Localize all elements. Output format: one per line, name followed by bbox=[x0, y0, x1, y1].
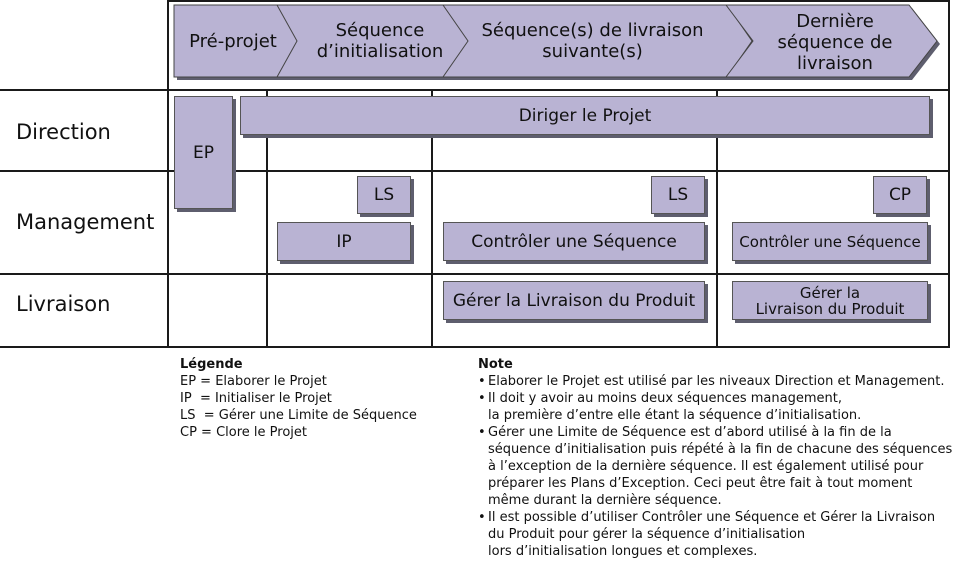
phase-chevron-4 bbox=[725, 4, 938, 78]
note-item-1-line: Elaborer le Projet est utilisé par les n… bbox=[488, 374, 945, 389]
note-item-4-line: Il est possible d’utiliser Contrôler une… bbox=[488, 510, 936, 525]
bullet-icon: • bbox=[478, 425, 486, 440]
phase-header bbox=[173, 4, 940, 80]
legend-title: Légende bbox=[180, 357, 243, 372]
note-item-3-line: préparer les Plans d’Exception. Ceci peu… bbox=[488, 476, 913, 491]
bullet-icon: • bbox=[478, 510, 486, 525]
header-right-border bbox=[948, 0, 950, 348]
bullet-icon: • bbox=[478, 391, 486, 406]
note-item-3-line: à l’exception de la dernière séquence. I… bbox=[488, 459, 924, 474]
note-item-3-line: même durant la dernière séquence. bbox=[488, 493, 722, 508]
process-box-gerer-livraison-2: Gérer la Livraison du Produit bbox=[732, 281, 928, 320]
legend-item-ls: LS = Gérer une Limite de Séquence bbox=[180, 408, 417, 423]
grid-col-line-2 bbox=[431, 89, 433, 348]
note-item-3-line: Gérer une Limite de Séquence est d’abord… bbox=[488, 425, 892, 440]
note-item-1: • Elaborer le Projet est utilisé par les… bbox=[478, 373, 958, 390]
process-box-controler-sequence-2: Contrôler une Séquence bbox=[732, 222, 928, 261]
note-item-2-line: la première d’entre elle étant la séquen… bbox=[488, 408, 862, 423]
process-box-ep: EP bbox=[174, 96, 233, 209]
legend-item-ip: IP = Initialiser le Projet bbox=[180, 391, 332, 406]
legend: Légende EP = Elaborer le Projet IP = Ini… bbox=[180, 356, 417, 441]
process-box-diriger-le-projet: Diriger le Projet bbox=[240, 96, 930, 135]
grid-row-line-bottom bbox=[0, 346, 950, 348]
row-label-livraison: Livraison bbox=[16, 292, 111, 316]
note: Note • Elaborer le Projet est utilisé pa… bbox=[478, 356, 958, 560]
phase-label-pre-projet: Pré-projet bbox=[189, 30, 277, 52]
header-left-border bbox=[167, 0, 169, 90]
process-box-cp: CP bbox=[873, 176, 927, 214]
grid-row-line-top bbox=[0, 89, 950, 91]
process-box-ip: IP bbox=[277, 222, 411, 261]
phase-label-initialisation: Séquence d’initialisation bbox=[316, 20, 444, 62]
note-item-3: • Gérer une Limite de Séquence est d’abo… bbox=[478, 424, 958, 509]
process-box-ls-livraison: LS bbox=[651, 176, 705, 214]
note-item-4-line: du Produit pour gérer la séquence d’init… bbox=[488, 527, 806, 542]
note-item-2-line: Il doit y avoir au moins deux séquences … bbox=[488, 391, 842, 406]
note-item-2: • Il doit y avoir au moins deux séquence… bbox=[478, 390, 958, 424]
grid-col-line-0 bbox=[167, 89, 169, 348]
gerer-livraison-2-line2: Livraison du Produit bbox=[755, 299, 905, 318]
grid-row-line-2 bbox=[0, 273, 950, 275]
row-label-direction: Direction bbox=[16, 120, 111, 144]
gerer-livraison-2-line1: Gérer la bbox=[799, 283, 861, 302]
legend-item-ep: EP = Elaborer le Projet bbox=[180, 374, 327, 389]
note-item-3-line: séquence d’initialisation puis répété à … bbox=[488, 442, 953, 457]
bullet-icon: • bbox=[478, 374, 486, 389]
header-top-border bbox=[167, 0, 950, 2]
note-item-4: • Il est possible d’utiliser Contrôler u… bbox=[478, 509, 958, 560]
process-box-gerer-livraison-1: Gérer la Livraison du Produit bbox=[443, 281, 705, 320]
legend-item-cp: CP = Clore le Projet bbox=[180, 425, 307, 440]
process-box-controler-sequence-1: Contrôler une Séquence bbox=[443, 222, 705, 261]
note-title: Note bbox=[478, 357, 513, 372]
grid-row-line-1 bbox=[0, 170, 950, 172]
process-box-ls-initialisation: LS bbox=[357, 176, 411, 214]
phase-label-derniere-sequence: Dernière séquence de livraison bbox=[777, 10, 893, 74]
row-label-management: Management bbox=[16, 210, 155, 234]
grid-col-line-3 bbox=[716, 89, 718, 348]
note-item-4-line: lors d’initialisation longues et complex… bbox=[488, 544, 758, 559]
grid-col-line-1 bbox=[266, 89, 268, 348]
phase-label-livraison-suivante: Séquence(s) de livraison suivante(s) bbox=[481, 20, 704, 62]
